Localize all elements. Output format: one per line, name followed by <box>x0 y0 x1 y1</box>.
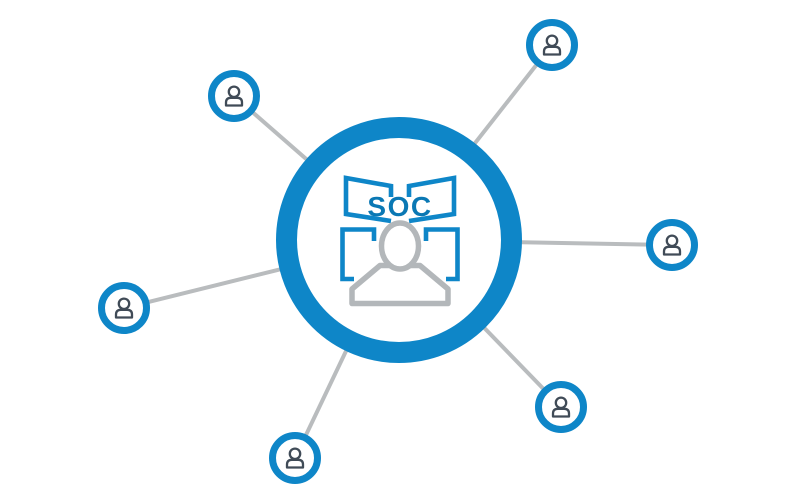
left-side-monitor <box>340 227 377 282</box>
soc-operator-workstation-icon: SOC <box>340 175 460 307</box>
left-monitor-wing <box>343 175 394 224</box>
user-node-top-left <box>208 70 260 122</box>
soc-hub-node: SOC <box>276 117 522 363</box>
operator-person-icon <box>349 220 451 307</box>
user-node-bottom-left <box>269 432 321 484</box>
user-node-right <box>646 219 698 271</box>
operator-shoulders <box>349 262 451 307</box>
soc-label: SOC <box>367 191 432 222</box>
right-monitor-wing <box>406 175 457 224</box>
user-node-bottom-right <box>535 381 587 433</box>
right-side-monitor <box>423 227 460 282</box>
spoke-nodes <box>98 19 698 484</box>
operator-head <box>378 220 422 272</box>
user-node-left <box>98 282 150 334</box>
user-node-top-right <box>526 19 578 71</box>
